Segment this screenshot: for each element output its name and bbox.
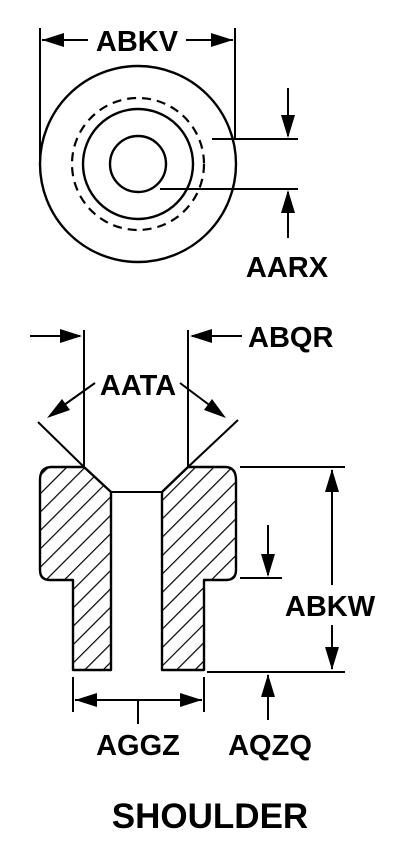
middle-circle bbox=[81, 107, 195, 221]
aata-arrow-right bbox=[204, 399, 226, 418]
abkv-label: ABKV bbox=[96, 26, 179, 58]
aqzq-label: AQZQ bbox=[228, 730, 312, 762]
aarx-arrow-bottom bbox=[281, 190, 295, 213]
section-left-half bbox=[38, 465, 113, 672]
aggz-label: AGGZ bbox=[96, 730, 180, 762]
hidden-circle bbox=[70, 96, 206, 232]
abkv-arrow-right bbox=[211, 33, 233, 47]
abqr-label: ABQR bbox=[248, 322, 333, 354]
section-right-half bbox=[160, 465, 238, 672]
aata-chamfer-line-left bbox=[37, 421, 85, 468]
abkw-label: ABKW bbox=[285, 591, 376, 623]
outer-circle bbox=[38, 64, 238, 264]
aqzq-arrow-top bbox=[261, 554, 275, 577]
inner-circle bbox=[108, 134, 168, 194]
aarx-label: AARX bbox=[246, 252, 329, 284]
diagram-caption: SHOULDER bbox=[112, 797, 308, 836]
abkv-arrow-left bbox=[42, 33, 64, 47]
aata-label: AATA bbox=[100, 370, 176, 402]
aata-arrow-left bbox=[47, 399, 70, 418]
aggz-arrow-left bbox=[75, 693, 97, 707]
top-view: ABKV AARX bbox=[38, 26, 329, 284]
aggz-arrow-right bbox=[180, 693, 202, 707]
aqzq-arrow-bottom bbox=[261, 674, 275, 697]
section-view: AATA ABQR ABKW AQZQ AGGZ bbox=[30, 322, 376, 762]
abqr-arrow-left bbox=[60, 329, 82, 343]
aata-chamfer-line-right bbox=[187, 419, 239, 468]
aarx-arrow-top bbox=[281, 115, 295, 138]
abqr-arrow-right bbox=[190, 329, 212, 343]
abkw-arrow-top bbox=[325, 469, 339, 492]
abkw-arrow-bottom bbox=[325, 647, 339, 670]
